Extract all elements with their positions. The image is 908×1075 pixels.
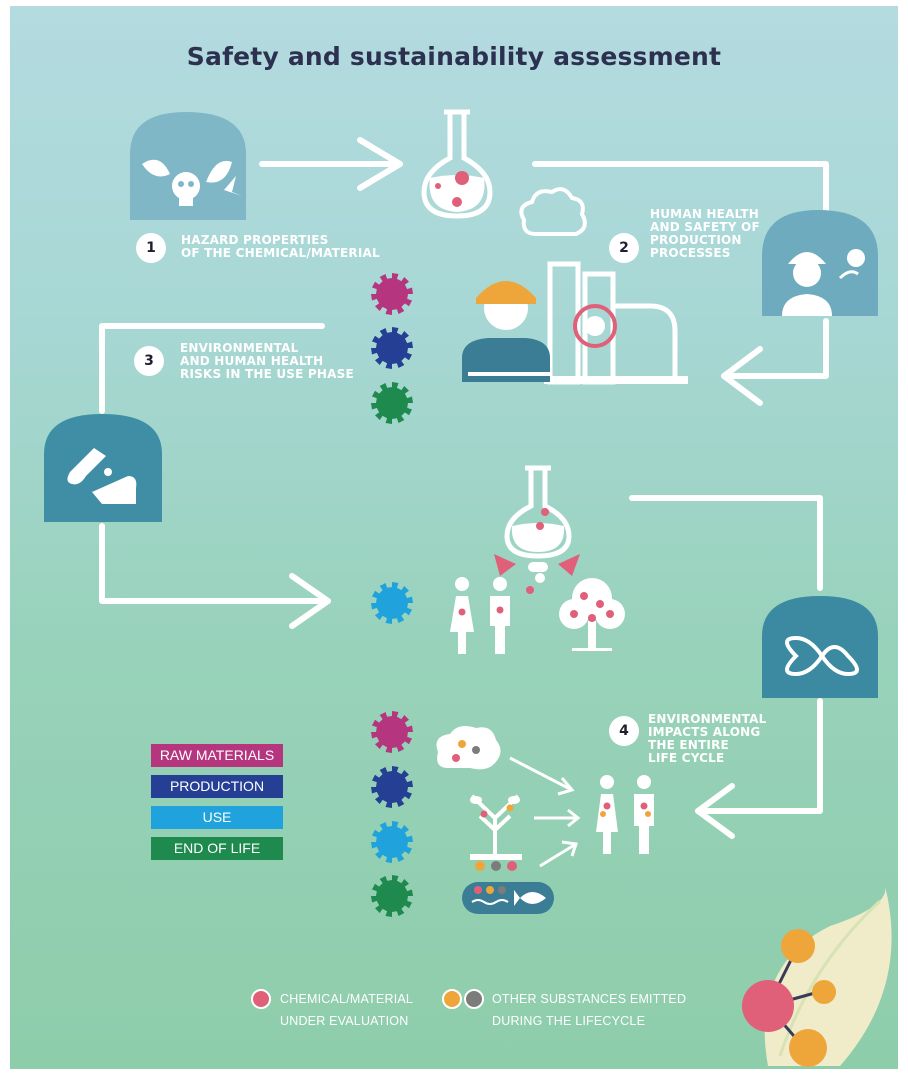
gear-icon [371, 327, 413, 369]
key-other-text: OTHER SUBSTANCES EMITTED DURING THE LIFE… [492, 988, 686, 1032]
step-4-label: ENVIRONMENTAL IMPACTS ALONG THE ENTIRE L… [648, 713, 766, 765]
step-3-label: ENVIRONMENTAL AND HUMAN HEALTH RISKS IN … [180, 342, 354, 381]
step-4-line-4: LIFE CYCLE [648, 751, 725, 765]
flow-arrows [99, 137, 829, 839]
worker-icon [462, 281, 550, 382]
gear-icon [371, 766, 413, 808]
skull-plant-icon [130, 112, 246, 220]
step-3-line-1: ENVIRONMENTAL [180, 341, 299, 355]
pollution-cloud-icon [436, 726, 501, 770]
gear-icon [371, 582, 413, 624]
step-4-line-2: IMPACTS ALONG [648, 725, 761, 739]
gear-icons [371, 273, 413, 917]
emission-arrows [509, 756, 581, 868]
step-2-line-3: PRODUCTION [650, 233, 742, 247]
infographic: Safety and sustainability assessment 1 H… [10, 6, 898, 1069]
tree-icon [559, 578, 625, 651]
gear-icon [371, 273, 413, 315]
step-3-number: 3 [134, 346, 164, 376]
chemical-dot [251, 989, 271, 1009]
hand-test-tube-icon [44, 414, 162, 522]
fish-water-icon [462, 882, 554, 914]
step-1-line-2: OF THE CHEMICAL/MATERIAL [181, 246, 380, 260]
key-chemical-line-1: CHEMICAL/MATERIAL [280, 992, 414, 1006]
step-2-label: HUMAN HEALTH AND SAFETY OF PRODUCTION PR… [650, 208, 760, 260]
flask-icon-middle [504, 465, 572, 559]
step-4-line-3: THE ENTIRE [648, 738, 729, 752]
key-chemical-line-2: UNDER EVALUATION [280, 1014, 409, 1028]
legend-production: PRODUCTION [151, 775, 283, 798]
gear-icon [371, 382, 413, 424]
arrow-head-1 [357, 137, 403, 191]
line-flask2-to-step4 [629, 495, 823, 591]
line-factory-to-step3 [99, 323, 325, 414]
step-2-number: 2 [609, 233, 639, 263]
line-step4-to-people [695, 698, 823, 814]
factory-icon [544, 261, 688, 385]
worker-skull-icon [762, 210, 878, 316]
gear-icon [371, 711, 413, 753]
step-2-line-2: AND SAFETY OF [650, 220, 760, 234]
step-1-label: HAZARD PROPERTIES OF THE CHEMICAL/MATERI… [181, 234, 380, 260]
legend-end-of-life: END OF LIFE [151, 837, 283, 860]
other-dot-grey [464, 989, 484, 1009]
people-icon [450, 577, 510, 654]
people-bottom-icon [596, 775, 654, 854]
step-1-number: 1 [136, 233, 166, 263]
arrow-head-2 [721, 346, 763, 406]
other-dot-orange [442, 989, 462, 1009]
gear-icon [371, 821, 413, 863]
flow-graphics [44, 109, 892, 1067]
line-step2-to-factory [721, 318, 829, 379]
step-1-line-1: HAZARD PROPERTIES [181, 233, 329, 247]
arrow-head-4 [695, 783, 735, 839]
line-step3-down [99, 523, 331, 604]
step-3-line-3: RISKS IN THE USE PHASE [180, 367, 354, 381]
key-other-line-1: OTHER SUBSTANCES EMITTED [492, 992, 687, 1006]
step-2-line-1: HUMAN HEALTH [650, 207, 760, 221]
step-2-line-4: PROCESSES [650, 246, 731, 260]
key-other-line-2: DURING THE LIFECYCLE [492, 1014, 646, 1028]
step-3-line-2: AND HUMAN HEALTH [180, 354, 324, 368]
cloud-icon [519, 187, 587, 236]
step-4-number: 4 [609, 716, 639, 746]
key-chemical-text: CHEMICAL/MATERIAL UNDER EVALUATION [280, 988, 413, 1032]
infinity-icon [762, 596, 878, 698]
legend-use: USE [151, 806, 283, 829]
gear-icon [371, 875, 413, 917]
step-4-line-1: ENVIRONMENTAL [648, 712, 767, 726]
tree-emissions-icon [470, 794, 522, 871]
line-flask-to-step2 [532, 161, 829, 214]
flask-icon [421, 109, 493, 219]
arrow-head-3 [289, 573, 331, 629]
page-title: Safety and sustainability assessment [186, 42, 722, 71]
legend-raw-materials: RAW MATERIALS [151, 744, 283, 767]
leaf-molecule-decoration [742, 886, 892, 1067]
